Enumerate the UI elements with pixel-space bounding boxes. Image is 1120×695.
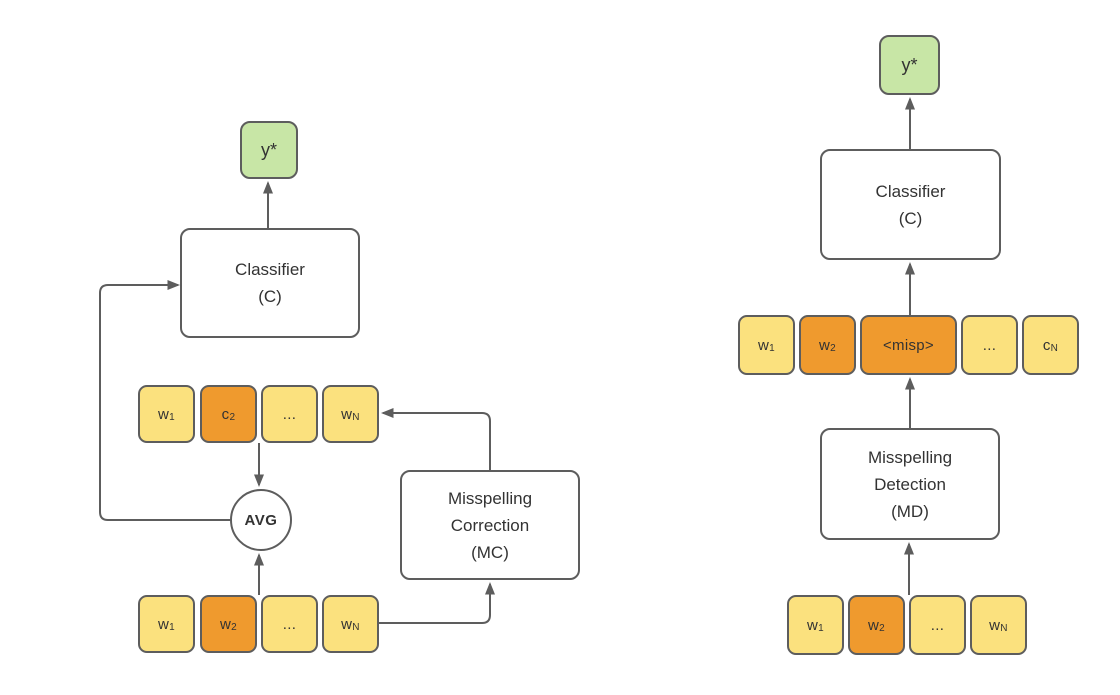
token-ellipsis: ...: [261, 595, 318, 653]
token-label: w: [989, 616, 1001, 634]
token-label: ...: [930, 616, 945, 634]
output-label: y*: [901, 54, 918, 75]
output-node-ystar: y*: [879, 35, 940, 95]
output-label: y*: [260, 139, 277, 160]
token-label: w: [818, 336, 831, 354]
mc-label-line2: Correction: [450, 515, 530, 535]
token-subscript: N: [1000, 622, 1008, 634]
token-subscript: 1: [818, 622, 824, 634]
token-label: ...: [282, 405, 297, 423]
token-subscript: 2: [229, 411, 236, 423]
token-label: w: [157, 405, 170, 423]
misspelling-detection-node: Misspelling Detection (MD): [820, 428, 1000, 540]
token-subscript: 2: [879, 622, 885, 634]
token-label: w: [157, 615, 170, 633]
md-label-line2: Detection: [874, 474, 946, 494]
classifier-node: Classifier (C): [180, 228, 360, 338]
token-subscript: 2: [830, 342, 836, 354]
classifier-abbr: (C): [898, 208, 923, 228]
edge-mc-to-corrected-row: [381, 408, 491, 470]
mc-label-line1: Misspelling: [447, 488, 533, 508]
token-subscript: N: [352, 411, 360, 423]
token-subscript: 1: [169, 621, 175, 633]
token-label: w: [219, 615, 232, 633]
token-label: c: [221, 405, 230, 423]
token-label: c: [1042, 336, 1051, 354]
avg-node: AVG: [230, 489, 292, 551]
token-label: w: [867, 616, 880, 634]
classifier-abbr: (C): [258, 287, 282, 306]
token-ellipsis: ...: [961, 315, 1018, 375]
token-label: ...: [282, 615, 297, 633]
mc-abbr: (MC): [471, 542, 509, 562]
token-label: ...: [982, 336, 997, 354]
token-subscript: 2: [231, 621, 237, 633]
edge-input-row-to-mc: [379, 582, 495, 624]
classifier-label: Classifier: [235, 260, 305, 279]
token-label: w: [806, 616, 819, 634]
token-subscript: N: [1050, 342, 1059, 354]
md-abbr: (MD): [891, 501, 929, 521]
token-misp-tag: <misp>: [860, 315, 957, 375]
token-subscript: N: [352, 621, 360, 633]
token-subscript: 1: [169, 411, 175, 423]
token-label: <misp>: [883, 336, 934, 354]
output-node-ystar: y*: [240, 121, 298, 179]
classifier-label: Classifier: [875, 181, 946, 201]
token-ellipsis: ...: [909, 595, 966, 655]
classifier-node: Classifier (C): [820, 149, 1001, 260]
token-label: w: [341, 405, 353, 423]
md-label-line1: Misspelling: [867, 447, 953, 467]
token-label: w: [757, 336, 770, 354]
misspelling-correction-node: Misspelling Correction (MC): [400, 470, 580, 580]
token-ellipsis: ...: [261, 385, 318, 443]
token-label: w: [341, 615, 353, 633]
avg-label: AVG: [244, 511, 278, 529]
token-subscript: 1: [769, 342, 775, 354]
